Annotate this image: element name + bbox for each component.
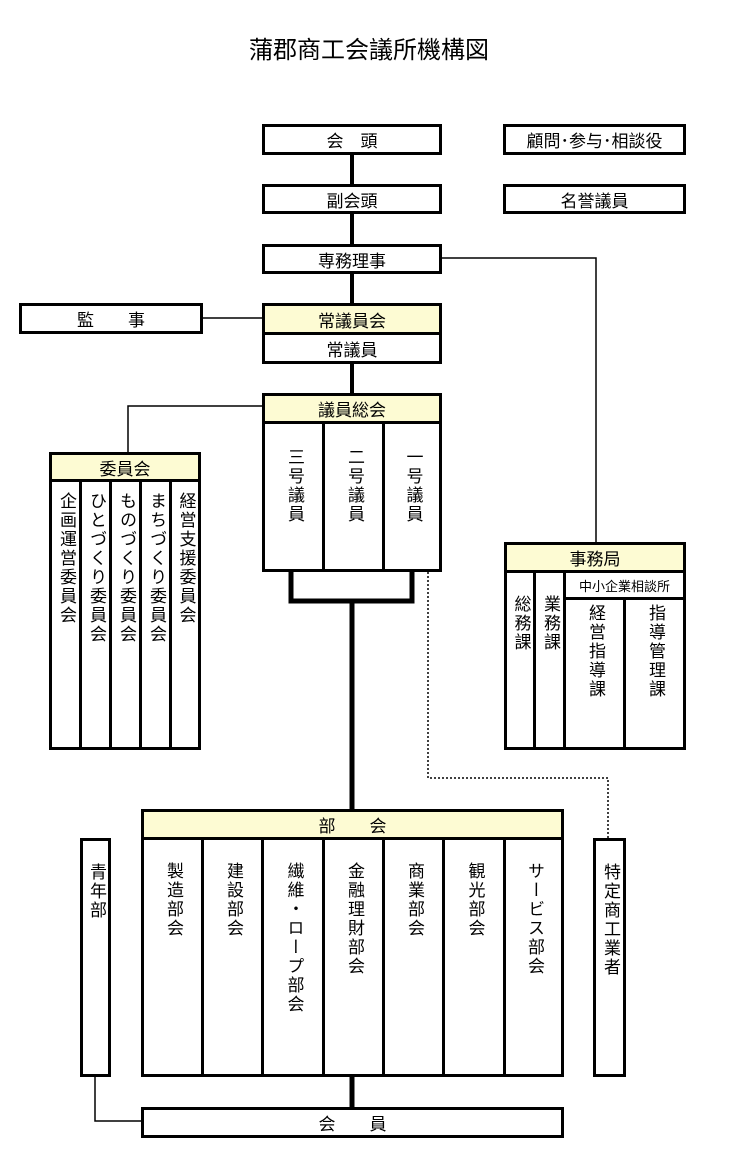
advisors-box: 顧問･参与･相談役: [503, 124, 686, 155]
division-item: 商業部会: [382, 837, 445, 1077]
member-class-1: 一号議員: [382, 421, 442, 572]
special-merchants-box: 特定商工業者: [593, 838, 626, 1077]
divisions-header: 部 会: [141, 809, 564, 840]
committee-item: ひとづくり委員会: [79, 479, 112, 750]
division-item: サービス部会: [503, 837, 564, 1077]
page-title: 蒲郡商工会議所機構図: [249, 36, 489, 64]
division-item: 観光部会: [442, 837, 506, 1077]
sme-center-box: 中小企業相談所: [563, 570, 686, 600]
youth-division-box: 青年部: [80, 838, 111, 1077]
auditor-box: 監 事: [19, 303, 203, 334]
standing-council-box: 常議員会: [262, 303, 442, 335]
standing-members-box: 常議員: [262, 332, 442, 364]
committee-item: まちづくり委員会: [139, 479, 172, 750]
committee-item: 経営支援委員会: [169, 479, 201, 750]
member-class-3: 三号議員: [262, 421, 325, 572]
vice-president-box: 副会頭: [262, 184, 442, 214]
managing-director-box: 専務理事: [262, 244, 442, 274]
members-box: 会 員: [141, 1107, 564, 1138]
member-class-2: 二号議員: [322, 421, 385, 572]
president-box: 会 頭: [262, 124, 442, 155]
division-item: 金融理財部会: [322, 837, 385, 1077]
committee-item: ものづくり委員会: [109, 479, 142, 750]
secretariat-section: 指導管理課: [623, 597, 686, 750]
honorary-box: 名誉議員: [503, 184, 686, 214]
secretariat-section: 経営指導課: [563, 597, 626, 750]
division-item: 建設部会: [201, 837, 264, 1077]
secretariat-section: 総務課: [504, 570, 536, 750]
general-assembly-box: 議員総会: [262, 393, 442, 424]
division-item: 製造部会: [141, 837, 204, 1077]
committee-header: 委員会: [49, 452, 201, 482]
secretariat-header: 事務局: [504, 542, 686, 573]
secretariat-section: 業務課: [533, 570, 566, 750]
division-item: 繊維・ロープ部会: [261, 837, 325, 1077]
committee-item: 企画運営委員会: [49, 479, 82, 750]
